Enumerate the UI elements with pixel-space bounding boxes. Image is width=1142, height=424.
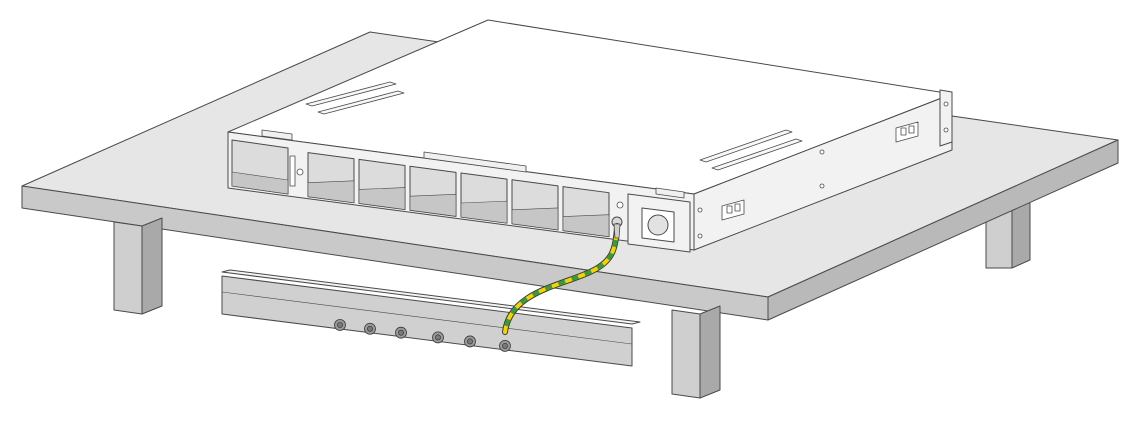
grounding-busbar [221,269,641,367]
module-slot [511,179,559,231]
busbar-terminal-screw [395,326,407,339]
module-slot [307,152,355,204]
side-mounting-holes [721,121,919,221]
cable-lug-device [613,223,621,239]
table-leg-front-right [671,305,721,399]
top-vent-slots [305,81,803,171]
busbar-terminal-screw [432,331,444,344]
busbar-front-face [221,275,633,367]
busbar-terminal-screw [334,319,346,331]
module-slot [358,158,406,211]
table-right-edge [767,139,1119,321]
module-slot-group [307,152,610,238]
busbar-terminal-screw [499,339,511,352]
ground-terminal-block [611,193,691,253]
module-slot [562,186,610,238]
left-latch [289,155,296,187]
table-leg-front-left [113,217,163,315]
grounding-cable [502,223,621,335]
busbar-terminal-screw [464,335,476,348]
device-chassis [227,19,953,253]
busbar-terminal-group [334,319,511,352]
module-slot [409,165,457,217]
table-leg-back-right [985,195,1031,269]
module-slot [460,172,508,224]
rear-mounting-ear [939,89,953,147]
busbar-terminal-screw [364,322,376,335]
